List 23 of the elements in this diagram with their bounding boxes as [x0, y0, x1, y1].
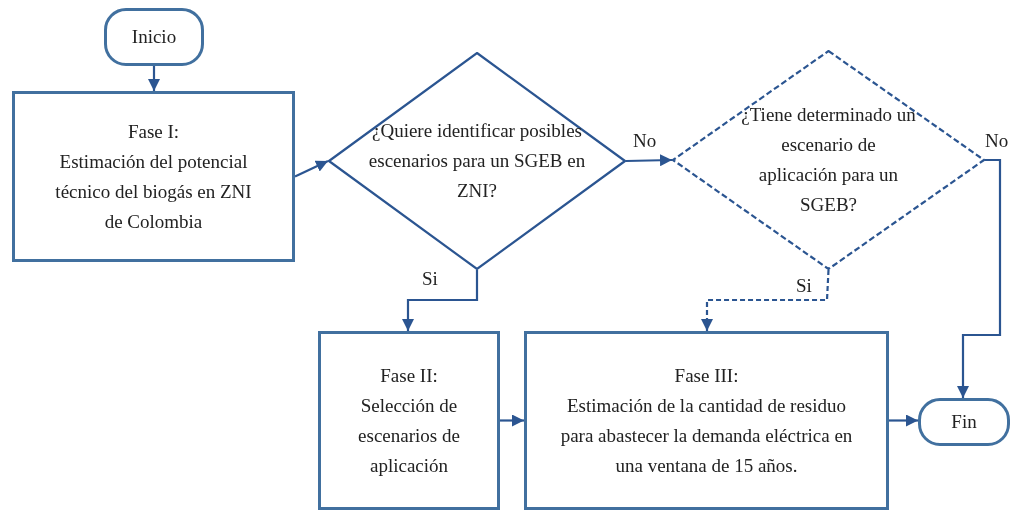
terminal-shape [104, 8, 204, 66]
phase-heading: Fase I: [127, 119, 180, 144]
arrow [402, 270, 479, 331]
process-box [524, 331, 889, 510]
phase-heading: Fase III: [674, 363, 739, 388]
arrow [701, 269, 830, 331]
arrow [500, 414, 524, 427]
node-text: Selección de escenarios de aplicación [357, 393, 461, 478]
node-text: Estimación del potencial técnico del biogás en ZNI de Colombia [54, 149, 253, 234]
terminal-shape [918, 398, 1010, 446]
phase-heading: Fase II: [380, 363, 438, 388]
node-text: Inicio [131, 25, 177, 49]
process-box [318, 331, 500, 510]
process-box [12, 91, 295, 262]
arrow [625, 154, 673, 167]
arrow [957, 158, 1002, 398]
arrow [148, 66, 160, 91]
node-text: Fin [951, 410, 977, 434]
decision-text: ¿Quiere identificar posibles escenarios para un SGEB en ZNI? [367, 119, 587, 203]
decision-text: ¿Tiene determinado un escenario de aplicación para un SGEB? [741, 103, 916, 217]
arrow [889, 414, 918, 427]
node-text: Estimación de la cantidad de residuo para abastecer la demanda eléctrica en una ventana de 15 años. [559, 393, 854, 478]
arrow [294, 160, 329, 178]
